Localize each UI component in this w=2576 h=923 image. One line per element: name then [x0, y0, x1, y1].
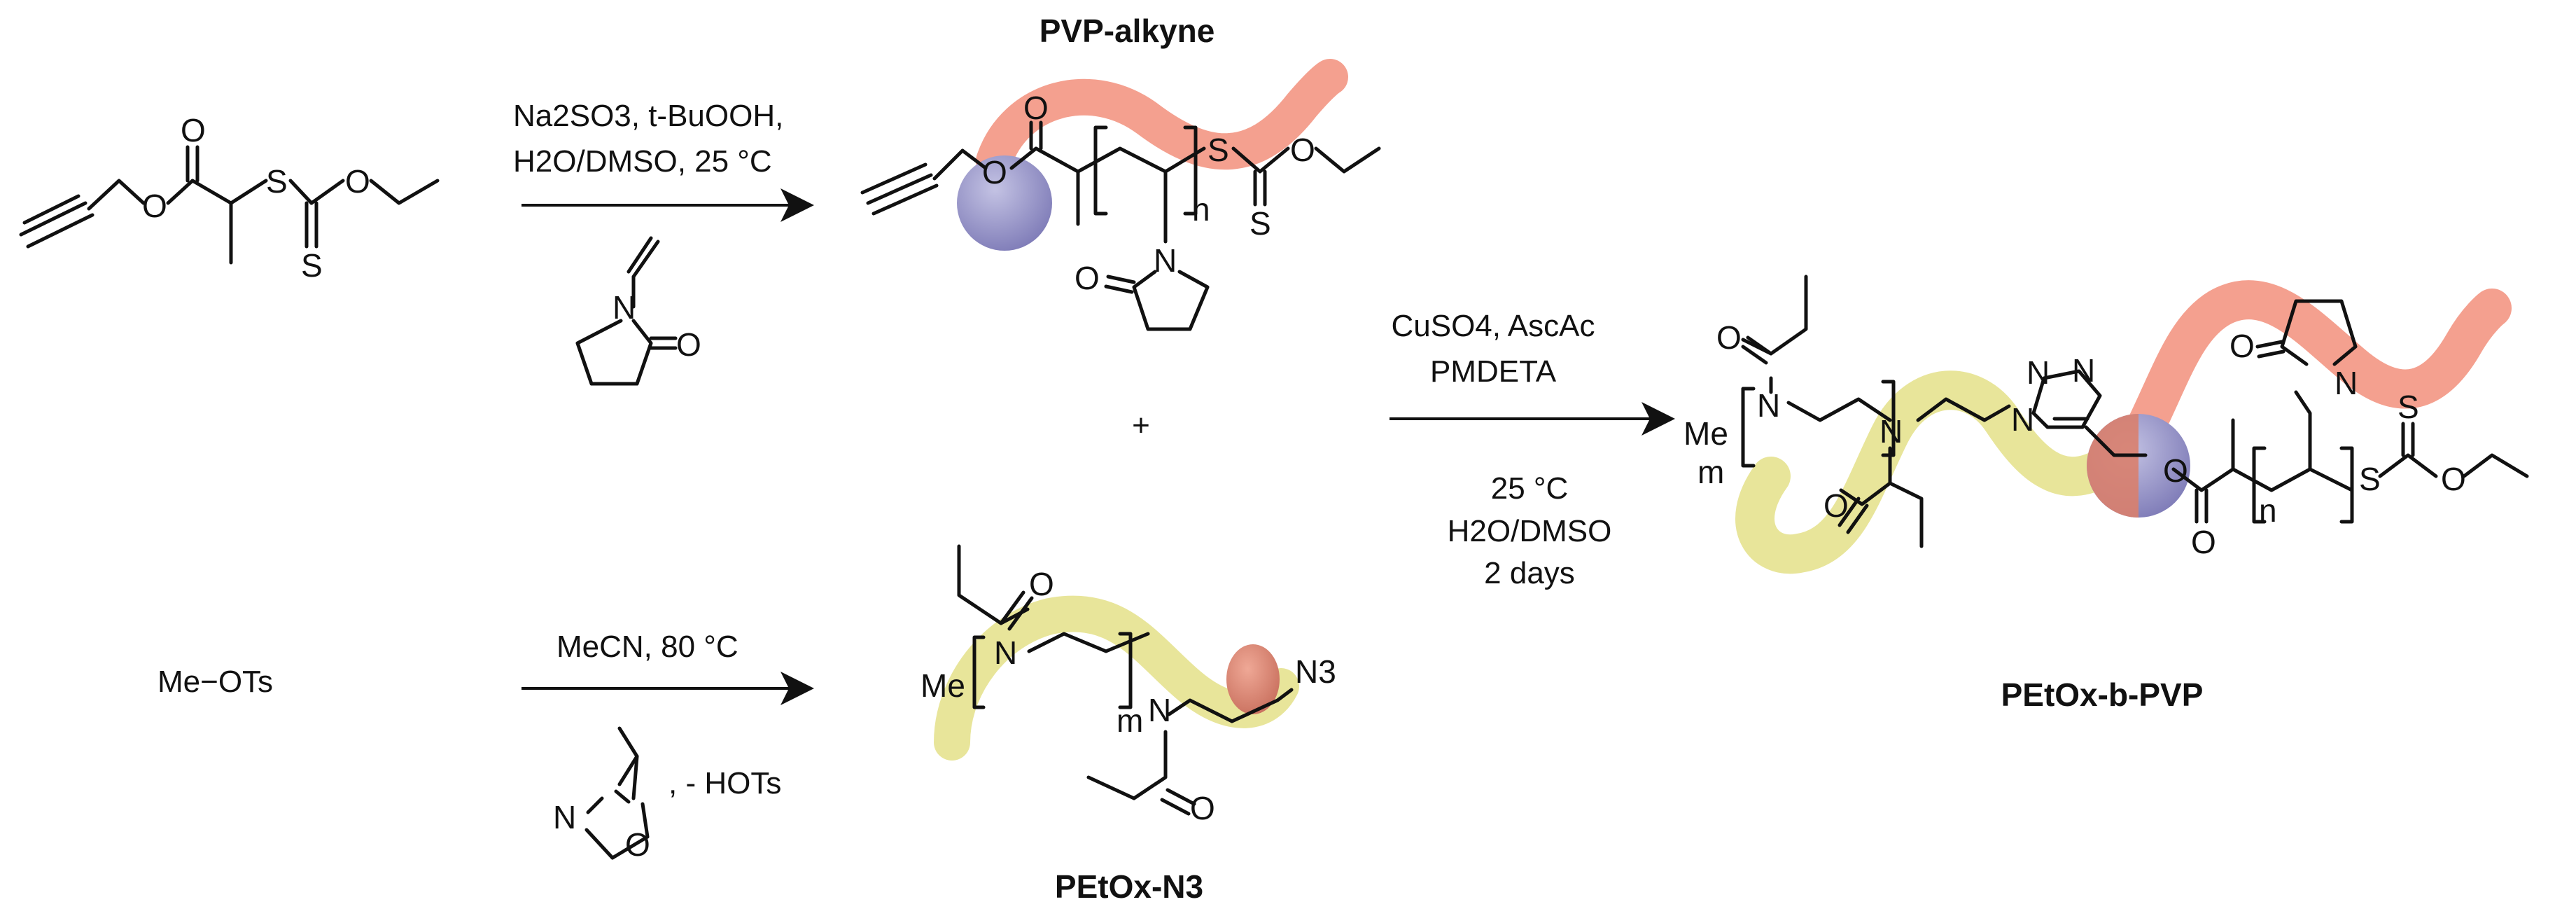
click-conditions-line4: H2O/DMSO [1448, 514, 1612, 548]
click-conditions-line1: CuSO4, AscAc [1391, 309, 1595, 343]
click-conditions-line5: 2 days [1484, 556, 1575, 590]
product-atom-o-carbonyl: O [2191, 524, 2216, 560]
product-junction-cap [2087, 414, 2138, 518]
atom-o-carbonyl: O [181, 112, 206, 148]
plus-sign: + [1132, 408, 1150, 443]
product-triazole-n-b: N [2072, 352, 2095, 389]
product-me: Me [1684, 415, 1728, 452]
product-pvp-segment [2122, 280, 2512, 454]
alkyne-raft-agent-structure [19, 145, 440, 265]
product-petox-segment [1735, 370, 2120, 574]
product-triazole-n-a: N [2026, 354, 2050, 391]
azide-cap [1226, 644, 1280, 714]
product-atom-o-ester: O [2163, 452, 2188, 489]
product-repeat-n: n [2259, 492, 2277, 529]
product-repeat-m: m [1698, 454, 1724, 490]
oxazoline-atom-n: N [553, 799, 576, 835]
petox-atom-n: N [994, 634, 1017, 671]
atom-s-thione: S [301, 247, 323, 284]
click-conditions-line3: 25 °C [1491, 471, 1569, 506]
product-atom-o-2: O [1823, 487, 1849, 524]
alkyne-sphere [957, 155, 1052, 251]
product-atom-n-ring: N [2334, 365, 2358, 401]
2-ethyl-2-oxazoline-structure [584, 726, 650, 860]
step1-conditions-line1: Na2SO3, t-BuOOH, [513, 99, 783, 133]
step2-conditions: MeCN, 80 °C [556, 630, 738, 664]
pvp-segment-shape [976, 59, 1348, 179]
pvp-atom-o-ring: O [1074, 260, 1100, 296]
petox-repeat-m: m [1116, 702, 1143, 739]
atom-o-ester: O [142, 188, 167, 224]
pvp-atom-o-xanthate: O [1290, 132, 1315, 168]
product-atom-n-3: N [2011, 401, 2034, 438]
pvp-atom-o-ester: O [982, 154, 1007, 190]
product-atom-s-thione: S [2398, 389, 2419, 425]
n-vinylpyrrolidone-structure [575, 236, 678, 386]
pvp-repeat-n: n [1192, 191, 1210, 228]
petox-azide-n3: N3 [1295, 653, 1336, 690]
initiator-me-ots: Me−OTs [158, 665, 273, 699]
product-atom-s: S [2359, 461, 2381, 497]
petox-segment-shape [934, 595, 1299, 761]
petox-n3-title: PEtOx-N3 [1055, 868, 1203, 905]
nvp-atom-n: N [612, 289, 636, 326]
step1-conditions-line2: H2O/DMSO, 25 °C [513, 144, 772, 179]
product-atom-o-1: O [1716, 319, 1742, 356]
product-atom-n-2: N [1879, 413, 1903, 450]
petox-atom-o-bottom: O [1190, 790, 1215, 826]
atom-o-xanthate: O [345, 163, 370, 200]
pvp-alkyne-structure [860, 120, 1381, 331]
petox-n3-structure [957, 544, 1294, 816]
pvp-atom-s-thione: S [1250, 205, 1271, 242]
step2-byproduct: , - HOTs [668, 766, 781, 800]
petox-me: Me [920, 667, 965, 704]
product-structure [1741, 275, 2529, 548]
pvp-atom-s: S [1208, 132, 1229, 168]
petox-atom-n-end: N [1148, 692, 1171, 728]
oxazoline-atom-o: O [625, 826, 650, 863]
product-atom-n-1: N [1757, 387, 1780, 424]
pvp-atom-n-ring: N [1154, 242, 1177, 279]
product-title: PEtOx-b-PVP [2001, 676, 2204, 713]
atom-s-thio: S [266, 163, 288, 200]
pvp-atom-o-carbonyl: O [1023, 90, 1049, 126]
product-atom-o-ring: O [2230, 328, 2255, 364]
petox-atom-o-top: O [1029, 566, 1054, 602]
click-conditions-line2: PMDETA [1430, 354, 1557, 389]
pvp-alkyne-title: PVP-alkyne [1040, 13, 1215, 49]
nvp-atom-o: O [676, 326, 701, 363]
product-atom-o-xanthate: O [2441, 461, 2466, 497]
